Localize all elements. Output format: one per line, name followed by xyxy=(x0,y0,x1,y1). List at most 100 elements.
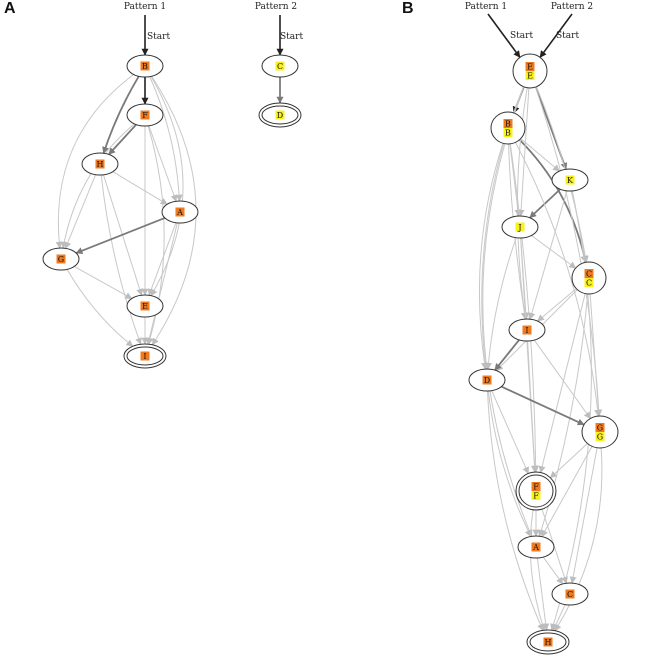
state-node-b_C2: C xyxy=(551,582,589,606)
node-tag-p2 xyxy=(275,61,285,71)
node-tag-p1 xyxy=(175,207,185,217)
edge-b_Cm-to-b_G xyxy=(589,293,602,417)
node-tag-p2 xyxy=(275,110,285,120)
node-tag-label: F xyxy=(142,111,148,120)
edge-a_G-to-a_E xyxy=(74,265,133,300)
node-tag-p1 xyxy=(140,110,150,120)
edge-b_K-to-b_I xyxy=(528,190,568,320)
node-tag-label: K xyxy=(567,176,574,185)
panel-a-pattern-1-start: Start xyxy=(147,32,170,42)
node-tag-p1 xyxy=(584,269,594,278)
node-tag-p2 xyxy=(515,222,525,232)
edge-b_B-to-b_J xyxy=(509,143,522,217)
node-tag-label: A xyxy=(532,543,539,552)
node-tag-label: E xyxy=(527,63,533,72)
node-tag-label: C xyxy=(277,62,283,71)
state-node-a_A: A xyxy=(161,200,199,224)
edge-start-572,14-to-b_E xyxy=(539,13,573,58)
node-tag-p1 xyxy=(565,589,575,599)
node-tag-label: C xyxy=(586,279,592,288)
state-node-a_B: B xyxy=(126,54,164,78)
edge-b_B-to-b_G xyxy=(515,142,602,417)
edge-b_G-to-b_H xyxy=(554,447,603,632)
edge-a_F-to-a_A xyxy=(148,125,178,202)
edge-b_E-to-b_A xyxy=(482,86,533,537)
node-tag-p1 xyxy=(56,254,66,264)
edge-a_F-to-a_H xyxy=(108,123,137,156)
edge-b_B-to-b_F xyxy=(509,143,540,473)
node-tag-p1 xyxy=(482,375,492,385)
state-node-b_J: J xyxy=(501,215,539,239)
panel-b-pattern-2-label: Pattern 2 xyxy=(551,2,593,12)
state-node-b_D: D xyxy=(468,368,506,392)
edge-b_F-to-b_H xyxy=(529,509,546,631)
state-node-a_I: I xyxy=(123,343,167,369)
node-tag-label: G xyxy=(58,255,64,264)
panel-a-pattern-2-label: Pattern 2 xyxy=(255,2,297,12)
labels-layer: Pattern 1 Start Pattern 2 Start Pattern … xyxy=(124,2,593,42)
edge-b_E-to-b_J xyxy=(517,87,530,217)
node-tag-p2 xyxy=(503,128,513,137)
node-tag-label: F xyxy=(533,483,539,492)
edge-a_B-to-a_A xyxy=(149,76,183,202)
edge-b_I-to-b_G xyxy=(533,339,591,420)
node-tag-label: E xyxy=(142,302,148,311)
edge-b_B-to-b_Cm xyxy=(518,139,588,263)
edge-b_A-to-b_C2 xyxy=(542,556,564,585)
terminal-ring xyxy=(261,105,299,125)
node-tag-p1 xyxy=(140,301,150,311)
node-tag-p1 xyxy=(525,62,535,71)
edge-a_G-to-a_I xyxy=(66,269,134,347)
node-tag-label: I xyxy=(143,352,146,361)
edge-b_Cm-to-b_F xyxy=(538,293,586,474)
node-tag-p1 xyxy=(140,61,150,71)
node-tag-label: F xyxy=(533,492,539,501)
state-node-a_G: G xyxy=(42,247,80,271)
node-tag-p2 xyxy=(584,278,594,287)
edge-a_A-to-a_G xyxy=(75,217,166,254)
node-tag-p1 xyxy=(522,325,532,335)
edge-a_B-to-a_G xyxy=(55,74,134,249)
edge-start-488,14-to-b_E xyxy=(487,13,521,58)
edge-b_B-to-b_K xyxy=(520,138,560,172)
edge-a_B-to-a_E xyxy=(150,76,184,297)
edge-b_D-to-b_A xyxy=(487,390,532,538)
terminal-ring xyxy=(518,474,554,508)
state-node-a_F: F xyxy=(126,103,164,127)
node-tag-label: C xyxy=(567,590,573,599)
node-tag-p2 xyxy=(525,71,535,80)
node-tag-label: H xyxy=(97,160,104,169)
state-node-b_Cm: CC xyxy=(571,261,607,295)
node-tag-p1 xyxy=(140,351,150,361)
state-node-b_E: EE xyxy=(512,53,548,89)
node-tag-label: H xyxy=(545,638,552,647)
node-tag-label: J xyxy=(517,223,521,232)
edge-b_B-to-b_D xyxy=(478,143,504,370)
edge-b_D-to-b_G xyxy=(501,385,585,426)
edge-b_A-to-b_H xyxy=(536,557,550,631)
edge-b_D-to-b_H xyxy=(486,390,544,632)
panel-a-pattern-1-label: Pattern 1 xyxy=(124,2,166,12)
panel-b-pattern-2-start: Start xyxy=(556,31,579,41)
node-tag-p2 xyxy=(531,491,541,500)
node-tag-label: B xyxy=(142,62,148,71)
node-tag-label: B xyxy=(505,120,511,129)
node-tag-p2 xyxy=(565,175,575,185)
panel-b-pattern-1-start: Start xyxy=(510,31,533,41)
state-node-b_F: FF xyxy=(515,471,557,511)
node-tag-p1 xyxy=(543,637,553,647)
edge-a_B-to-a_H xyxy=(102,75,140,154)
node-tag-label: C xyxy=(586,270,592,279)
edge-b_J-to-b_Cm xyxy=(531,235,577,269)
node-tag-label: I xyxy=(525,326,528,335)
edge-a_H-to-a_I xyxy=(100,174,142,345)
edge-b_G-to-b_A xyxy=(541,446,593,538)
state-node-a_D: D xyxy=(258,102,302,128)
edge-b_Cm-to-b_I xyxy=(537,288,577,322)
terminal-ring xyxy=(529,632,567,652)
panel-a-pattern-2-start: Start xyxy=(280,32,303,42)
edge-b_G-to-b_F xyxy=(549,443,588,479)
edge-b_D-to-b_F xyxy=(491,390,529,475)
